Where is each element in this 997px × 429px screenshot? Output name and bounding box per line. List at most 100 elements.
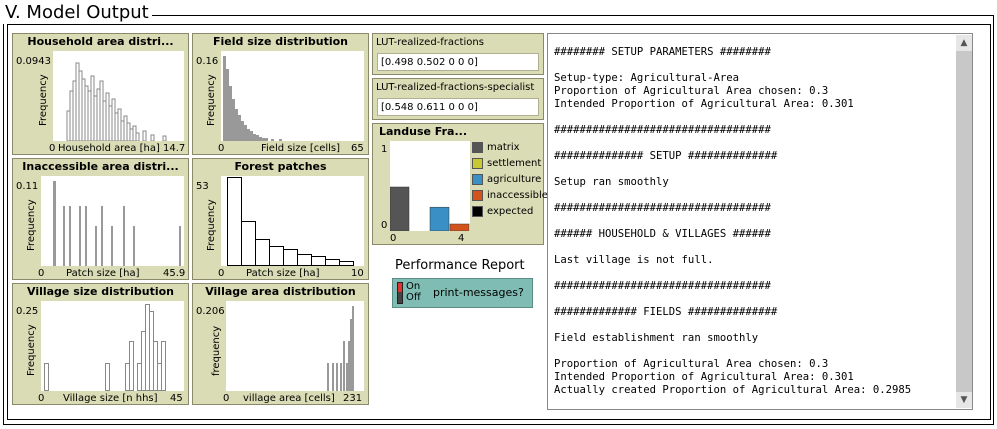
x-axis-label: Patch size [ha] xyxy=(66,268,140,279)
output-line: ############## SETUP ############## xyxy=(554,150,778,162)
output-line xyxy=(554,189,911,202)
plot-title: Village size distribution xyxy=(27,285,174,298)
x-max-label: 65 xyxy=(351,143,364,154)
legend-label-agriculture: agriculture xyxy=(487,174,542,185)
x-max-label: 14.7 xyxy=(163,143,186,154)
x-axis-label: Village size [n hhs] xyxy=(63,393,158,404)
village-size-histogram xyxy=(44,304,166,391)
output-line: Setup-type: Agricultural-Area xyxy=(554,72,739,84)
output-line xyxy=(554,241,911,254)
village-size-plot[interactable]: Village size distribution 0.25 Frequency… xyxy=(12,283,189,405)
y-axis-label: frequency xyxy=(211,325,222,376)
output-line: Last village is not full. xyxy=(554,254,714,266)
plot-canvas xyxy=(41,176,184,266)
print-messages-switch[interactable]: On Off print-messages? xyxy=(392,278,533,308)
lut-realized-fractions-specialist-monitor[interactable]: LUT-realized-fractions-specialist [0.548… xyxy=(372,78,544,120)
output-line xyxy=(554,293,911,306)
forest-patches-plot[interactable]: Forest patches 53 Frequency 0 Patch size… xyxy=(192,158,369,280)
switch-track xyxy=(397,282,403,304)
command-output-area[interactable]: ######## SETUP PARAMETERS ######## Setup… xyxy=(547,33,973,410)
y-axis-label: Frequency xyxy=(38,74,49,126)
lut-realized-fractions-monitor[interactable]: LUT-realized-fractions [0.498 0.502 0 0 … xyxy=(372,33,544,75)
x-min-label: 0 xyxy=(38,268,45,279)
y-axis-label: Frequency xyxy=(206,74,217,126)
y-axis-label: Frequency xyxy=(26,199,37,251)
vertical-scrollbar[interactable]: ▲ ▼ xyxy=(956,35,972,408)
monitor-label: LUT-realized-fractions xyxy=(376,37,484,48)
performance-report-label: Performance Report xyxy=(395,258,525,273)
x-axis-label: Household area [ha] xyxy=(58,143,160,154)
inaccessible-histogram xyxy=(53,181,181,266)
plot-title: Inaccessible area distri... xyxy=(22,160,179,173)
landuse-bar-agriculture xyxy=(429,206,450,232)
plot-canvas xyxy=(389,141,470,232)
x-max-label: 45 xyxy=(170,393,183,404)
y-axis-label: Frequency xyxy=(26,324,37,376)
legend-swatch-matrix xyxy=(472,142,483,153)
plot-canvas xyxy=(221,51,364,141)
output-line: Setup ran smoothly xyxy=(554,176,669,188)
monitor-label: LUT-realized-fractions-specialist xyxy=(376,82,535,93)
switch-knob xyxy=(398,283,402,292)
y-max-label: 0.206 xyxy=(196,306,225,317)
plot-canvas xyxy=(53,51,184,142)
plot-title: Household area distri... xyxy=(27,35,174,48)
y-max-label: 0.25 xyxy=(16,306,39,317)
legend-swatch-expected xyxy=(472,206,483,217)
output-line: ################################## xyxy=(554,280,771,292)
legend-swatch-inaccessible xyxy=(472,190,483,201)
output-section-inner-frame xyxy=(7,24,991,420)
plot-title: Village area distribution xyxy=(205,285,356,298)
legend-label-expected: expected xyxy=(487,206,534,217)
output-line: Proportion of Agricultural Area chosen: … xyxy=(554,358,829,370)
x-max-label: 10 xyxy=(351,268,364,279)
output-line xyxy=(554,111,911,124)
plot-canvas xyxy=(221,176,364,266)
landuse-fractions-plot[interactable]: Landuse Fra... 1 0 0 4 matrix settlement… xyxy=(372,123,548,245)
scroll-up-icon[interactable]: ▲ xyxy=(956,35,972,51)
landuse-bar-inaccessible xyxy=(449,223,470,232)
output-line: Proportion of Agricultural Area chosen: … xyxy=(554,85,829,97)
field-size-plot[interactable]: Field size distribution 0.16 Frequency 0… xyxy=(192,33,369,155)
output-line: ############# FIELDS ############## xyxy=(554,306,778,318)
x-min-label: 0 xyxy=(223,393,230,404)
household-histogram xyxy=(66,62,167,142)
monitor-value: [0.548 0.611 0 0 0] xyxy=(377,98,539,116)
x-min-label: 0 xyxy=(218,268,225,279)
y-max-label: 1 xyxy=(381,144,388,155)
output-line: ###### HOUSEHOLD & VILLAGES ###### xyxy=(554,228,771,240)
output-section-frame xyxy=(3,15,994,425)
x-max-label: 45.9 xyxy=(163,268,186,279)
landuse-bar-chart xyxy=(389,186,470,232)
x-axis-label: Field size [cells] xyxy=(261,143,341,154)
x-min-label: 0 xyxy=(49,143,56,154)
output-line: ################################## xyxy=(554,202,771,214)
y-max-label: 0.0943 xyxy=(16,56,51,67)
scroll-down-icon[interactable]: ▼ xyxy=(956,392,972,408)
output-text: ######## SETUP PARAMETERS ######## Setup… xyxy=(554,46,911,397)
output-line: Intended Proportion of Agricultural Area… xyxy=(554,98,854,110)
output-line xyxy=(554,267,911,280)
plot-canvas xyxy=(226,301,364,391)
output-line xyxy=(554,345,911,358)
output-line xyxy=(554,163,911,176)
household-area-plot[interactable]: Household area distri... 0.0943 Frequenc xyxy=(12,33,189,155)
legend-label-matrix: matrix xyxy=(487,142,520,153)
plot-canvas xyxy=(41,301,184,391)
output-line: ################################## xyxy=(554,124,771,136)
monitor-value: [0.498 0.502 0 0 0] xyxy=(377,53,539,71)
inaccessible-area-plot[interactable]: Inaccessible area distri... 0.11 Frequen… xyxy=(12,158,189,280)
switch-off-label: Off xyxy=(406,292,421,303)
forest-histogram xyxy=(227,177,354,266)
x-min-label: 0 xyxy=(390,233,397,244)
x-min-label: 0 xyxy=(38,393,45,404)
output-line xyxy=(554,319,911,332)
village-area-histogram xyxy=(327,306,354,391)
x-max-label: 231 xyxy=(343,393,363,404)
legend-label-inaccessible: inaccessible xyxy=(487,190,548,201)
legend-swatch-agriculture xyxy=(472,174,483,185)
legend-label-settlement: settlement xyxy=(487,158,542,169)
output-line xyxy=(554,137,911,150)
village-area-plot[interactable]: Village area distribution 0.206 frequenc… xyxy=(192,283,369,405)
output-line: ######## SETUP PARAMETERS ######## xyxy=(554,46,771,58)
